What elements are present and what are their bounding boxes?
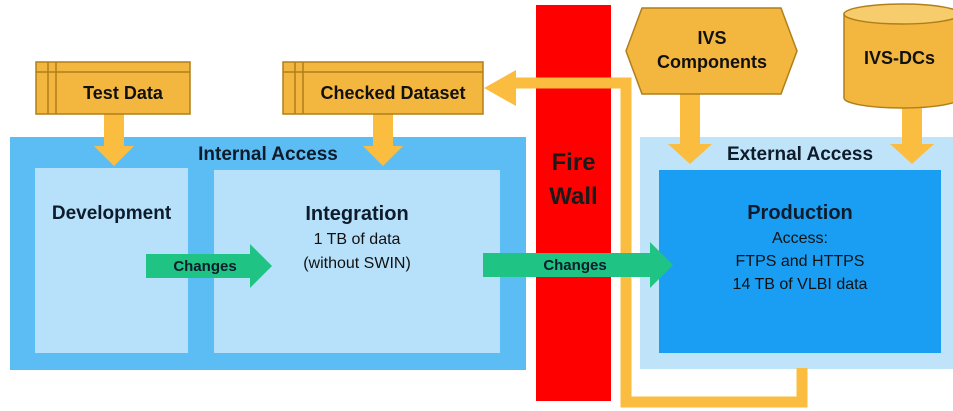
- production-title: Production: [747, 201, 853, 224]
- ivs-components-hexagon: [625, 7, 798, 95]
- ivs-components-label-line2: Components: [657, 51, 767, 72]
- ivs-dcs-label: IVS-DCs: [863, 47, 935, 68]
- development-label: Development: [51, 203, 172, 224]
- changes-label-external: Changes: [543, 256, 607, 274]
- changes-arrow-external: [483, 242, 673, 288]
- firewall-label-line2: Wall: [549, 183, 598, 210]
- changes-arrow-internal: [146, 244, 272, 288]
- firewall-label-line1: Fire: [551, 149, 596, 176]
- integration-note-text: (without SWIN): [303, 255, 411, 272]
- internal-access-title: Internal Access: [198, 144, 338, 165]
- ivs-dcs-cylinder: [843, 13, 953, 109]
- production-panel: [659, 170, 941, 353]
- test-data-label: Test Data: [83, 82, 163, 103]
- ivs-dcs-down-arrow: [890, 96, 934, 164]
- firewall-bar: [536, 5, 611, 401]
- return-path-arrow: [512, 77, 808, 408]
- integration-title: Integration: [305, 202, 409, 225]
- external-access-title: External Access: [726, 144, 874, 165]
- ivs-components-label-line1: IVS: [697, 27, 727, 48]
- integration-size-text: 1 TB of data: [313, 231, 401, 248]
- checked-dataset-box: [282, 61, 484, 115]
- test-data-down-arrow: [94, 112, 134, 166]
- checked-dataset-down-arrow: [363, 112, 403, 166]
- ivs-components-down-arrow: [668, 92, 712, 164]
- production-access-label: Access:: [771, 230, 828, 247]
- test-data-box: [35, 61, 191, 115]
- changes-label-internal: Changes: [173, 257, 237, 275]
- return-arrow-head: [484, 70, 516, 106]
- production-protocols-text: FTPS and HTTPS: [735, 253, 865, 270]
- ivs-dcs-cylinder-top: [843, 3, 953, 25]
- production-size-text: 14 TB of VLBI data: [732, 276, 868, 293]
- checked-dataset-label: Checked Dataset: [320, 82, 466, 103]
